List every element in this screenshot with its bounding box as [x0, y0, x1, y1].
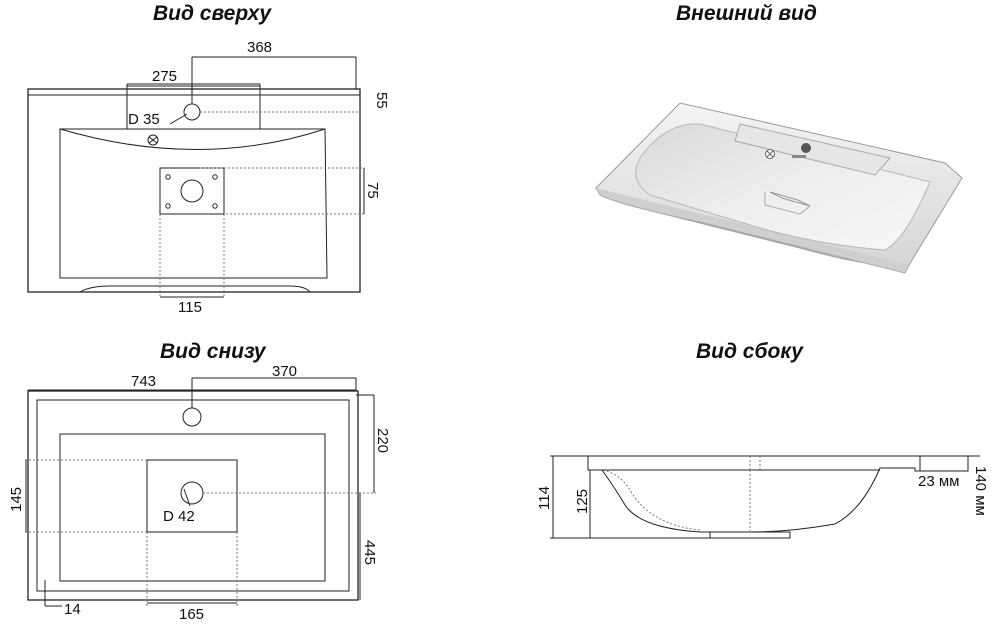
top-view-drawing: 368 275 55 D 35 75 115 [27, 39, 390, 316]
side-view-title: Вид сбоку [696, 340, 803, 363]
dim-275: 275 [152, 68, 177, 85]
faucet-hole-label: D 35 [128, 111, 160, 128]
external-view-title: Внешний вид [676, 2, 817, 25]
dim-743: 743 [131, 373, 156, 390]
external-view-render [595, 102, 963, 274]
render-faucet-hole [801, 143, 811, 153]
dim-23mm: 23 мм [918, 473, 959, 490]
dim-220: 220 [374, 428, 391, 453]
bottom-drain-area [146, 459, 238, 533]
bottom-view-drawing: 743 370 220 145 D 42 445 14 165 [8, 363, 391, 623]
dim-125: 125 [574, 489, 591, 514]
dim-368: 368 [247, 39, 272, 56]
dim-370: 370 [272, 363, 297, 380]
faucet-hole [183, 103, 201, 121]
bottom-view-title: Вид снизу [160, 340, 266, 363]
bottom-faucet-hole [182, 407, 202, 427]
dim-140mm: 140 мм [972, 466, 989, 516]
top-bowl [59, 128, 328, 279]
bottom-bowl [59, 433, 326, 582]
dim-145: 145 [8, 487, 25, 512]
bottom-outer-outline [27, 390, 359, 601]
dim-75: 75 [364, 182, 381, 199]
dim-445: 445 [361, 540, 378, 565]
bottom-drain-hole [180, 481, 204, 505]
dim-165: 165 [179, 606, 204, 623]
dim-14: 14 [64, 601, 81, 618]
drain-hole-label: D 42 [163, 508, 195, 525]
sink-bowl [635, 123, 931, 251]
top-view-title: Вид сверху [153, 2, 271, 25]
top-drain-plate [159, 167, 225, 215]
dim-55: 55 [373, 92, 390, 109]
side-profile [587, 455, 969, 533]
side-view-drawing: 114 125 23 мм 140 мм [536, 455, 989, 539]
dim-115: 115 [178, 299, 202, 316]
top-outer-outline [27, 88, 361, 293]
dim-114: 114 [536, 486, 553, 510]
